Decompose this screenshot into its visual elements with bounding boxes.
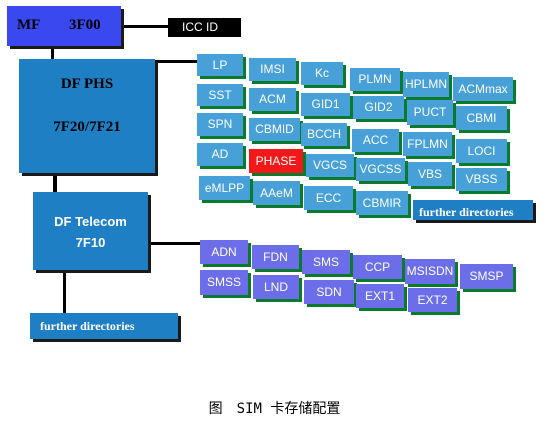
ef-ad: AD (197, 143, 243, 166)
dfphs-box: DF PHS 7F20/7F21 (19, 59, 155, 173)
ef-cbmir: CBMIR (356, 191, 408, 215)
ef-kc: Kc (301, 62, 343, 85)
ef-sms: SMS (302, 250, 350, 274)
ef-ecc: ECC (304, 186, 353, 210)
figure-caption: 图 SIM 卡存储配置 (208, 401, 341, 417)
ef-msisdn: MSISDN (405, 259, 455, 284)
ef-gid1: GID1 (301, 93, 350, 116)
further-directories-left: further directories (30, 313, 178, 339)
ef-ext2: EXT2 (408, 288, 457, 312)
ef-fdn: FDN (252, 245, 299, 269)
connector-dftelecom-further (63, 270, 66, 313)
ef-smsp: SMSP (460, 264, 513, 289)
ef-emlpp: eMLPP (199, 176, 250, 200)
ef-vbss: VBSS (456, 168, 507, 191)
ef-plmn: PLMN (350, 68, 400, 91)
ef-ext1: EXT1 (356, 284, 404, 308)
ef-gid2: GID2 (353, 96, 404, 119)
connector-dftelecom-files (148, 242, 200, 245)
connector-mf-iccid (121, 25, 169, 28)
iccid-box: ICC ID (168, 18, 241, 37)
ef-bcch: BCCH (301, 123, 347, 146)
ef-puct: PUCT (407, 100, 453, 125)
ef-lnd: LND (253, 275, 299, 299)
connector-mf-dfphs (51, 46, 54, 59)
ef-cbmi: CBMI (456, 106, 507, 130)
ef-vbs: VBS (408, 162, 452, 186)
ef-lp: LP (197, 54, 243, 76)
connector-dfphs-dftelecom (53, 173, 57, 192)
dftelecom-box: DF Telecom 7F10 (33, 192, 148, 270)
ef-fplmn: FPLMN (403, 132, 452, 156)
ef-acmmax: ACMmax (453, 77, 513, 101)
further-directories-right: further directories (413, 200, 533, 220)
ef-adn: ADN (200, 240, 248, 264)
ef-hplmn: HPLMN (403, 72, 449, 97)
connector-dfphs-files (155, 60, 199, 63)
ef-acm: ACM (249, 88, 296, 111)
ef-vgcss: VGCSS (356, 158, 405, 181)
mf-box: MF 3F00 (7, 6, 121, 46)
ef-sst: SST (197, 84, 243, 106)
dftelecom-label: DF Telecom (54, 214, 127, 229)
mf-label: MF (17, 17, 41, 33)
ef-smss: SMSS (200, 270, 248, 295)
ef-ccp: CCP (353, 255, 402, 279)
ef-phase: PHASE (249, 149, 303, 173)
mf-id: 3F00 (69, 17, 101, 33)
dfphs-label: DF PHS (60, 76, 114, 92)
ef-acc: ACC (352, 129, 399, 152)
ef-aaem: AAeM (253, 181, 300, 205)
dftelecom-id: 7F10 (75, 235, 106, 250)
dfphs-id: 7F20/7F21 (53, 119, 121, 135)
ef-sdn: SDN (304, 280, 354, 304)
ef-imsi: IMSI (249, 58, 296, 81)
ef-vgcs: VGCS (306, 154, 354, 177)
ef-cbmid: CBMID (249, 118, 300, 141)
ef-spn: SPN (197, 113, 243, 136)
ef-loci: LOCI (456, 139, 507, 163)
